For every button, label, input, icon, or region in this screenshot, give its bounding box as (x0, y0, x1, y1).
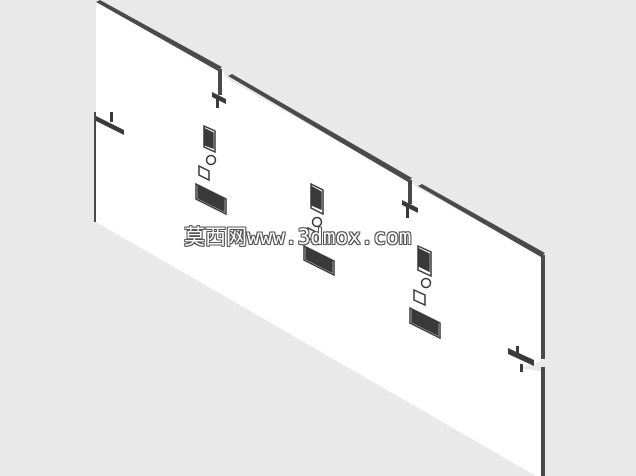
wall-face (96, 2, 545, 476)
fixture-group-3 (409, 244, 441, 340)
fixture-group-1 (195, 124, 227, 216)
joint-details (96, 92, 534, 372)
fixture-group-2 (303, 182, 335, 277)
column-posts (94, 69, 545, 476)
wall-top-edge (96, 0, 545, 257)
